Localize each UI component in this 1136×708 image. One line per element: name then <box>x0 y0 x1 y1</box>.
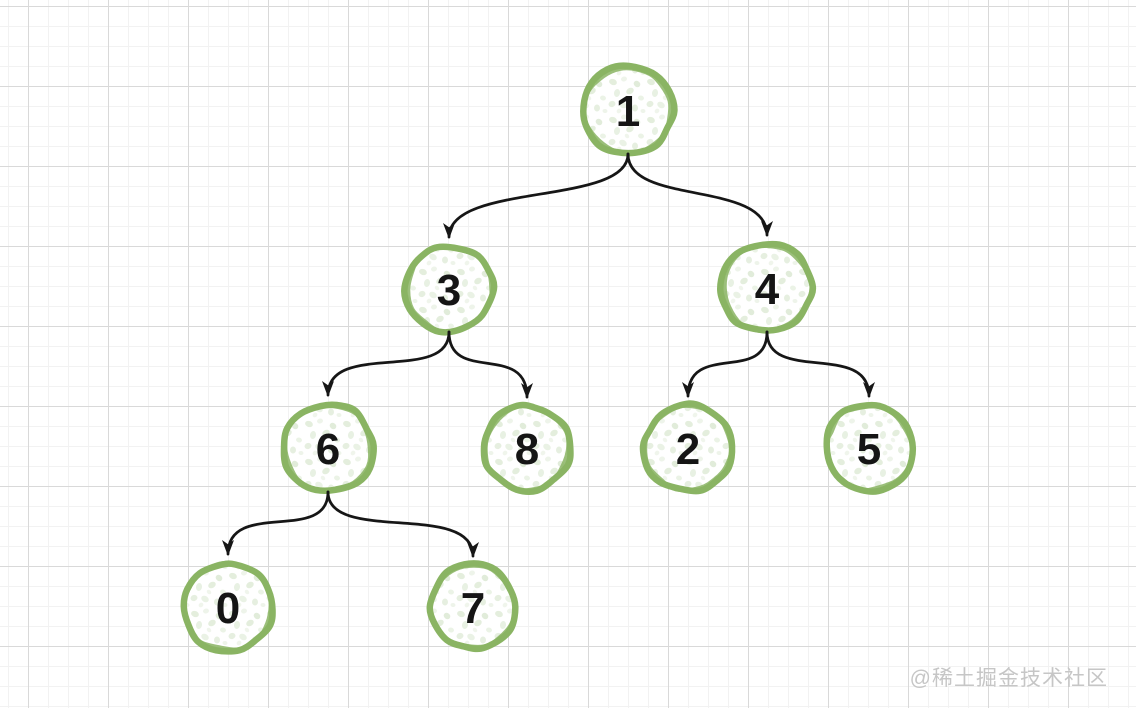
tree-nodes: 1 3 4 6 8 2 5 0 7 <box>180 62 917 655</box>
node-label: 5 <box>857 425 881 474</box>
node-label: 6 <box>316 425 340 474</box>
node-label: 8 <box>515 425 539 474</box>
edge-1-to-3 <box>443 152 630 239</box>
edge-4-to-5 <box>765 330 875 398</box>
node-label: 2 <box>676 425 700 474</box>
edge-4-to-2 <box>682 330 769 398</box>
watermark: @稀土掘金技术社区 <box>909 667 1108 690</box>
node-circle-outline <box>717 240 817 334</box>
tree-node-6: 6 <box>280 401 377 494</box>
tree-node-0: 0 <box>180 560 276 655</box>
node-label: 4 <box>755 265 780 314</box>
edge-1-to-4 <box>626 152 773 237</box>
tree-node-5: 5 <box>823 401 917 495</box>
tree-node-3: 3 <box>401 243 498 336</box>
tree-node-2: 2 <box>639 400 736 495</box>
tree-node-8: 8 <box>480 401 574 495</box>
edge-6-to-0 <box>222 490 330 556</box>
edge-6-to-7 <box>326 490 479 558</box>
tree-edges <box>222 152 875 558</box>
node-label: 3 <box>437 266 461 315</box>
edge-3-to-6 <box>322 330 451 397</box>
node-label: 0 <box>216 584 240 633</box>
node-label: 1 <box>616 87 640 136</box>
tree-node-1: 1 <box>580 62 678 157</box>
tree-node-4: 4 <box>717 240 817 334</box>
tree-node-7: 7 <box>426 560 519 653</box>
edge-3-to-8 <box>447 330 533 399</box>
node-label: 7 <box>461 584 485 633</box>
